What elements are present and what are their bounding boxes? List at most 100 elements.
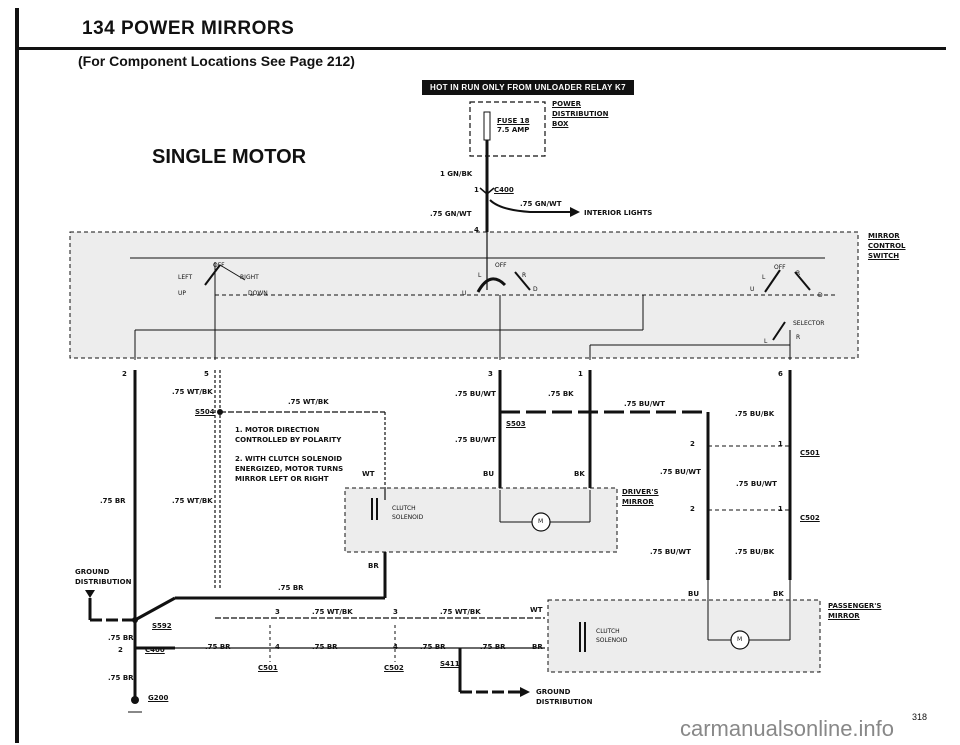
wire-bubk-1: .75 BU/BK [735, 410, 775, 418]
gd-arrow-icon [85, 590, 95, 598]
fuse-label: FUSE 18 [497, 117, 530, 125]
sw-sel-l: L [764, 338, 768, 345]
center-contact-2 [514, 271, 531, 291]
wire-wtbk-2: .75 WT/BK [288, 398, 329, 406]
c400-label: C400 [494, 186, 514, 194]
ground-arrow-icon [520, 687, 530, 697]
sw-selector: SELECTOR [793, 320, 825, 327]
passengers-mirror-label2: MIRROR [828, 612, 860, 620]
left-right-contact [204, 264, 221, 286]
gd-br-d: .75 BR [312, 643, 338, 651]
sw-down: DOWN [248, 290, 268, 297]
pas-motor-label: M [737, 636, 743, 643]
pas-wt: WT [530, 606, 543, 614]
wire-gnwt-a: .75 GN/WT [520, 200, 562, 208]
switch-name3: SWITCH [868, 252, 900, 260]
splice-s504: S504 [195, 408, 215, 416]
gd-c501: C501 [258, 664, 278, 672]
gd-br-c: .75 BR [205, 643, 231, 651]
c400-pin: 1 [474, 186, 479, 194]
drivers-mirror-label1: DRIVER'S [622, 488, 659, 496]
pin-1: 1 [578, 370, 583, 378]
gd-p3b: 3 [393, 608, 398, 616]
wire-buwt-4: .75 BU/WT [660, 468, 701, 476]
gd-br-b: .75 BR [108, 674, 134, 682]
wire-wt: WT [362, 470, 375, 478]
fuse-icon [483, 111, 491, 141]
c501-pin-2: 2 [690, 440, 695, 448]
sw-up: UP [178, 290, 187, 297]
page-subtitle: (For Component Locations See Page 212) [78, 53, 355, 69]
switch-name1: MIRROR [868, 232, 900, 240]
pas-br: BR [532, 643, 543, 651]
sw-off2: OFF [495, 262, 507, 269]
wire-wtbk-1: .75 WT/BK [172, 388, 213, 396]
gd-label1: GROUND [75, 568, 110, 576]
passengers-mirror-label1: PASSENGER'S [828, 602, 882, 610]
sw-off1: OFF [213, 262, 225, 269]
left-border-rule [15, 8, 19, 743]
splice-s504-icon [217, 409, 223, 415]
selector-contact [772, 321, 786, 341]
drv-motor-label: M [538, 518, 544, 525]
power-banner: HOT IN RUN ONLY FROM UNLOADER RELAY K7 [422, 80, 634, 95]
connector-c400-icon [479, 187, 495, 195]
c502-pin-2: 2 [690, 505, 695, 513]
pas-clutch1: CLUTCH [596, 628, 620, 635]
wire-buwt-1: .75 BU/WT [455, 390, 496, 398]
wire-buwt-2: .75 BU/WT [455, 436, 496, 444]
wire-gnbk: 1 GN/BK [440, 170, 473, 178]
sw-d2: D [533, 286, 538, 293]
note-2: 2. WITH CLUTCH SOLENOID ENERGIZED, MOTOR… [235, 455, 344, 483]
left-right-contact-2 [219, 264, 246, 281]
right-contact-2 [794, 271, 811, 291]
c502-label: C502 [800, 514, 820, 522]
watermark: carmanualsonline.info [680, 716, 895, 741]
ground-g200-icon [131, 696, 139, 704]
diagram-notes: 1. MOTOR DIRECTION CONTROLLED BY POLARIT… [235, 425, 345, 493]
wire-bk: .75 BK [548, 390, 574, 398]
fuse-rating: 7.5 AMP [497, 126, 530, 134]
wire-bk-short: BK [574, 470, 585, 478]
wire-bu-2: BU [688, 590, 700, 598]
pas-clutch2: SOLENOID [596, 637, 628, 644]
page-title: 134 POWER MIRRORS [82, 18, 295, 39]
interior-lights-label: INTERIOR LIGHTS [584, 209, 653, 217]
gd-p3a: 3 [275, 608, 280, 616]
gd-pin2: 2 [118, 646, 123, 654]
c501-label: C501 [800, 449, 820, 457]
wire-bu: BU [483, 470, 495, 478]
note-1: 1. MOTOR DIRECTION CONTROLLED BY POLARIT… [235, 426, 342, 444]
sw-u3: U [750, 286, 755, 293]
pin-4: 4 [474, 226, 479, 234]
pin-2: 2 [122, 370, 127, 378]
wire-bk-2: BK [773, 590, 784, 598]
sw-r3: R [796, 270, 801, 277]
pin-3: 3 [488, 370, 493, 378]
page-number: 318 [912, 712, 928, 722]
wire-buwt-5: .75 BU/WT [736, 480, 777, 488]
arrow-icon [570, 207, 580, 217]
gd-br-e: .75 BR [420, 643, 446, 651]
gd-br-f: .75 BR [480, 643, 506, 651]
sw-u2: U [462, 290, 467, 297]
power-box-label3: BOX [552, 120, 569, 128]
gd-br-a: .75 BR [108, 634, 134, 642]
right-contact [764, 269, 781, 293]
wire-br-2: .75 BR [278, 584, 304, 592]
ground-g200: G200 [148, 694, 169, 702]
gd-c400: C400 [145, 646, 165, 654]
section-title: SINGLE MOTOR [152, 146, 307, 168]
wire-br-diagonal [134, 596, 176, 622]
passengers-mirror-box [547, 599, 821, 673]
gd-label2: DISTRIBUTION [75, 578, 132, 586]
sw-right: RIGHT [240, 274, 259, 281]
drivers-motor-icon [531, 512, 551, 532]
c501-pin-1: 1 [778, 440, 783, 448]
wire-br-left: .75 BR [100, 497, 126, 505]
pin-6: 6 [778, 370, 783, 378]
drivers-mirror-box [344, 487, 618, 553]
c502-pin-1: 1 [778, 505, 783, 513]
gd-c501-pin: 4 [275, 643, 280, 651]
